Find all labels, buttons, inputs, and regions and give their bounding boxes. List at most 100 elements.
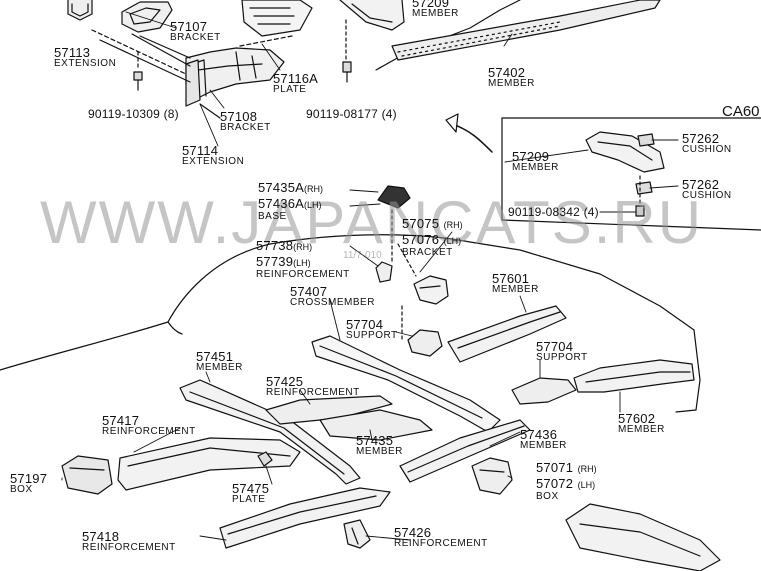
part-name: REINFORCEMENT [82,542,176,553]
part-number-2: 57436A [258,196,305,211]
part-name: CUSHION [682,190,732,201]
part-name: PLATE [273,84,307,95]
part-57107-bracket-drawing [121,1,173,33]
inset-57262-cushion-top-drawing [637,133,655,147]
inset-bolt-drawing [635,205,645,217]
inset-57209-member-drawing [585,131,665,173]
part-name: REINFORCEMENT [256,269,350,280]
part-57425-reinforcement-drawing [265,395,393,425]
label-57114[interactable]: 57114 EXTENSION [182,144,244,167]
label-57738[interactable]: 57738(RH) 57739(LH) REINFORCEMENT [256,238,350,280]
label-57407[interactable]: 57407 CROSSMEMBER [290,285,375,308]
part-number: 57262 [682,177,720,192]
label-57197[interactable]: 57197 BOX [10,472,47,495]
part-name: MEMBER [488,78,535,89]
part-57113-extension-drawing [67,0,93,21]
part-57601-member-drawing [447,305,567,363]
part-number: 57407 [290,284,328,299]
label-57262-top[interactable]: 57262 CUSHION [682,132,732,155]
part-number: 57602 [618,411,656,426]
side-rh: (RH) [577,464,597,474]
part-number: 57475 [232,481,270,496]
label-57601[interactable]: 57601 MEMBER [492,272,539,295]
bolt-90119-08177-drawing [342,61,352,83]
part-name: BRACKET [220,122,271,133]
label-57704-left[interactable]: 57704 SUPPORT [346,318,398,341]
part-57704-support-right-drawing [511,377,577,405]
label-57262-bottom[interactable]: 57262 CUSHION [682,178,732,201]
label-57417[interactable]: 57417 REINFORCEMENT [102,414,196,437]
part-number: 57436 [520,427,558,442]
label-57209-member[interactable]: 57209 MEMBER [412,0,459,19]
part-57418-reinforcement-drawing [219,487,391,549]
label-bolt-90119-08177[interactable]: 90119-08177 (4) [306,107,397,121]
direction-arrow-drawing [445,113,493,153]
part-57209-member-drawing [339,0,405,31]
part-name: PLATE [232,494,266,505]
label-57209-inset[interactable]: 57209 MEMBER [512,150,559,173]
label-57402[interactable]: 57402 MEMBER [488,66,535,89]
part-name: CROSSMEMBER [290,297,375,308]
part-number: 57071 [536,460,574,475]
part-number-2: 57076 [402,232,440,247]
label-57071[interactable]: 57071 (RH) 57072 (LH) BOX [536,460,597,502]
part-name: REINFORCEMENT [266,387,360,398]
part-57602-member-drawing [573,359,695,393]
label-57475[interactable]: 57475 PLATE [232,482,269,505]
part-name: BOX [536,491,559,502]
label-57108[interactable]: 57108 BRACKET [220,110,271,133]
part-number: 57738 [256,238,294,253]
part-number: 57435 [356,433,394,448]
part-name: BRACKET [170,32,221,43]
part-57738-reinforcement-drawing [375,261,393,283]
part-57426-reinforcement-drawing [343,519,371,549]
part-number: 57704 [346,317,384,332]
part-name: MEMBER [520,440,567,451]
part-57108-bracket-drawing [185,47,285,101]
label-57451[interactable]: 57451 MEMBER [196,350,243,373]
label-bolt-90119-10309[interactable]: 90119-10309 (8) [88,107,179,121]
label-57075[interactable]: 57075 (RH) 57076 (LH) BRACKET [402,216,463,258]
part-number: 57197 [10,471,48,486]
part-number: 57107 [170,19,208,34]
part-57451-member-drawing [179,379,361,485]
label-57107[interactable]: 57107 BRACKET [170,20,221,43]
part-57402-member-drawing [391,0,661,61]
label-57426[interactable]: 57426 REINFORCEMENT [394,526,488,549]
label-57436[interactable]: 57436 MEMBER [520,428,567,451]
part-number: 57402 [488,65,526,80]
label-57435[interactable]: 57435 MEMBER [356,434,403,457]
part-name: MEMBER [196,362,243,373]
part-number: 57426 [394,525,432,540]
label-57704-right[interactable]: 57704 SUPPORT [536,340,588,363]
label-57435A[interactable]: 57435A(RH) 57436A(LH) BASE [258,180,323,222]
part-name: REINFORCEMENT [394,538,488,549]
label-57602[interactable]: 57602 MEMBER [618,412,665,435]
part-57435-member-drawing [319,409,433,441]
part-name: MEMBER [412,8,459,19]
label-57418[interactable]: 57418 REINFORCEMENT [82,530,176,553]
label-57113[interactable]: 57113 EXTENSION [54,46,116,69]
part-number: 57209 [512,149,550,164]
part-name: MEMBER [512,162,559,173]
part-57435A-base-drawing [377,185,411,209]
part-57114-extension-drawing [185,59,201,107]
part-name: EXTENSION [182,156,245,167]
part-number: 57601 [492,271,530,286]
part-57704-support-drawing [407,329,443,357]
side-lh: (LH) [293,258,311,268]
part-number: 57262 [682,131,720,146]
part-name: BOX [10,484,33,495]
part-number: 57108 [220,109,258,124]
part-57475-plate-drawing [257,451,273,467]
side-rh: (RH) [304,184,324,194]
label-57116A[interactable]: 57116A PLATE [273,72,318,95]
leader-lines [61,11,679,541]
label-57425[interactable]: 57425 REINFORCEMENT [266,375,360,398]
part-57197-box-drawing [61,455,113,495]
part-number-2: 57739 [256,254,294,269]
part-57116A-plate-drawing [241,0,313,37]
label-bolt-90119-08342[interactable]: 90119-08342 (4) [508,205,599,219]
